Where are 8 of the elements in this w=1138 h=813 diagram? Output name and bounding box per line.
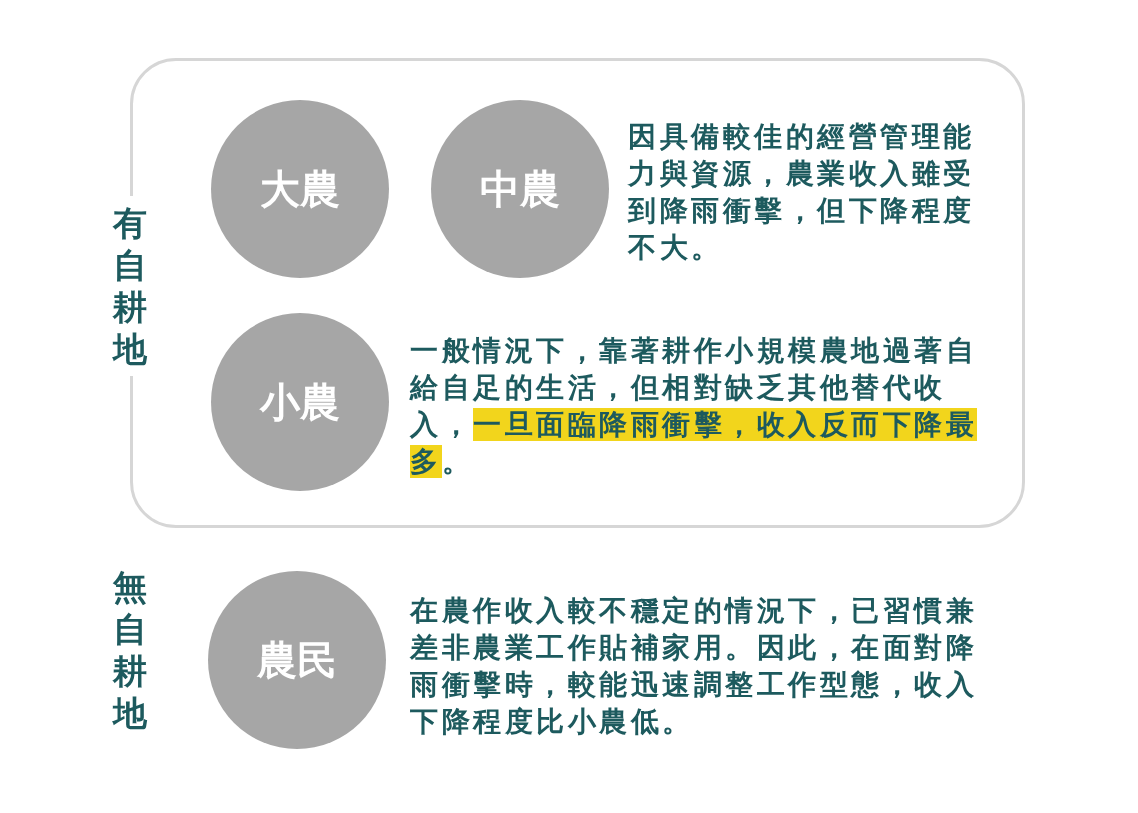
category-circle: 小農 (211, 313, 389, 491)
category-circle: 中農 (431, 100, 609, 278)
description-text: 一般情況下，靠著耕作小規模農地過著自給自足的生活，但相對缺乏其他替代收入，一旦面臨降雨衝擊，收入反而下降最多。 (410, 333, 978, 480)
group-heading: 有自耕地 (110, 196, 150, 376)
category-circle: 農民 (208, 571, 386, 749)
category-circle: 大農 (211, 100, 389, 278)
description-text: 在農作收入較不穩定的情況下，已習慣兼差非農業工作貼補家用。因此，在面對降雨衝擊時，較能迅速調整工作型態，收入下降程度比小農低。 (410, 593, 978, 740)
description-text: 因具備較佳的經營管理能力與資源，農業收入雖受到降雨衝擊，但下降程度不大。 (628, 119, 976, 266)
